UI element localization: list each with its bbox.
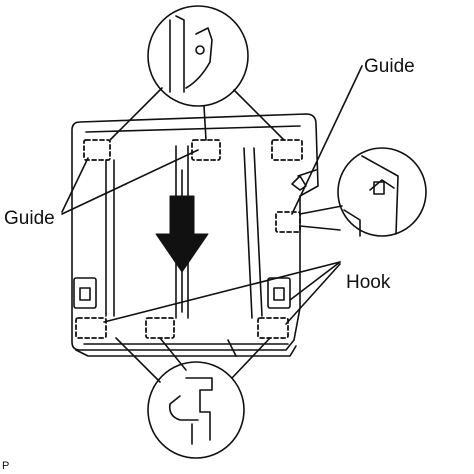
right-detail-callout (299, 147, 427, 237)
bottom-detail-callout (115, 337, 271, 459)
hook-label: Hook (346, 272, 391, 293)
hook-marker-bottom-left (75, 317, 107, 339)
guide-label-left: Guide (4, 208, 55, 229)
leader-lines (61, 65, 363, 325)
top-detail-callout (109, 5, 285, 141)
guide-marker-top-right (271, 139, 303, 161)
guide-label-top: Guide (364, 56, 415, 77)
figure-code: P (2, 460, 10, 472)
guide-marker-top-left (83, 139, 111, 161)
clip-markers (75, 139, 303, 339)
hook-marker-bottom-right (257, 317, 289, 339)
guide-marker-right (275, 211, 301, 233)
panel-outline (71, 113, 319, 357)
install-direction-arrow (155, 195, 209, 273)
guide-marker-top-center (191, 139, 221, 161)
hook-marker-bottom-center (145, 317, 175, 339)
